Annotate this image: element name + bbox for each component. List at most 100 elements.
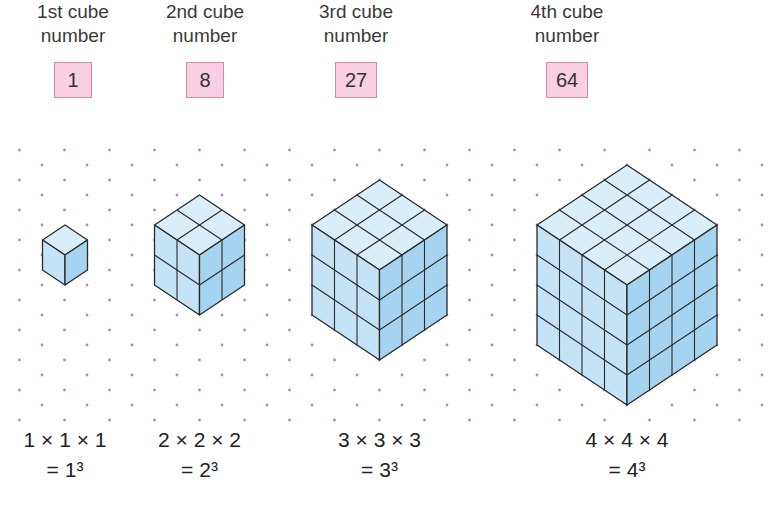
grid-dot [86,314,89,317]
grid-dot [716,194,719,197]
grid-dot [266,224,269,227]
grid-dot [243,359,246,362]
grid-dot [108,239,111,242]
grid-dot [648,149,651,152]
grid-dot [86,194,89,197]
grid-dot [131,374,134,377]
cube-edge [334,240,335,330]
grid-dot [266,314,269,317]
grid-dot [131,344,134,347]
grid-dot [153,359,156,362]
cube-equation: 3 × 3 × 3 = 3³ [336,425,424,485]
grid-dot [153,329,156,332]
grid-dot [333,179,336,182]
cube-edge [221,240,222,300]
cube-edge [694,240,695,360]
cube-edge [380,285,448,330]
number-box: 8 [186,62,224,98]
cube-drawing [43,225,88,285]
grid-dot [761,404,764,407]
grid-dot [558,149,561,152]
grid-dot [288,239,291,242]
grid-dot [378,389,381,392]
grid-dot [108,269,111,272]
grid-dot [513,419,516,422]
grid-dot [41,314,44,317]
grid-dot [63,419,66,422]
grid-dot [221,404,224,407]
grid-dot [761,254,764,257]
right-face [627,225,717,405]
grid-dot [153,389,156,392]
grid-dot [446,164,449,167]
grid-dot [266,374,269,377]
grid-dot [41,374,44,377]
cube-heading: 1st cube number [23,0,123,48]
grid-dot [581,404,584,407]
grid-dot [648,419,651,422]
right-face [200,225,245,315]
grid-dot [446,194,449,197]
grid-dot [491,344,494,347]
cube-edge [312,285,380,330]
grid-dot [266,254,269,257]
cube-edge [424,240,425,330]
grid-dot [86,404,89,407]
grid-dot [63,149,66,152]
grid-dot [288,269,291,272]
grid-dot [108,149,111,152]
grid-dot [468,269,471,272]
grid-dot [693,179,696,182]
cube-edge [335,195,403,240]
grid-dot [356,404,359,407]
grid-dot [491,164,494,167]
grid-dot [288,329,291,332]
grid-dot [86,284,89,287]
cube-edge [312,255,380,300]
cube-heading: 3rd cube number [306,0,407,48]
cube-edge [582,195,672,255]
cube-number: 8 [199,69,210,92]
grid-dot [221,314,224,317]
grid-dot [761,284,764,287]
grid-dot [198,179,201,182]
grid-dot [41,344,44,347]
grid-dot [693,419,696,422]
grid-dot [536,194,539,197]
grid-dot [356,374,359,377]
grid-dot [86,374,89,377]
grid-dot [176,164,179,167]
grid-dot [221,374,224,377]
grid-dot [738,299,741,302]
grid-dot [18,179,21,182]
grid-dot [198,329,201,332]
cube-equation: 2 × 2 × 2 = 2³ [156,425,244,485]
grid-dot [378,419,381,422]
grid-dot [18,329,21,332]
grid-dot [761,224,764,227]
grid-dot [513,239,516,242]
left-face [43,240,66,285]
grid-dot [41,164,44,167]
cube-edge [356,255,357,345]
grid-dot [153,419,156,422]
grid-dot [288,179,291,182]
grid-dot [468,329,471,332]
grid-dot [18,419,21,422]
grid-dot [108,299,111,302]
grid-dot [153,149,156,152]
grid-dot [716,374,719,377]
grid-dot [333,359,336,362]
grid-dot [243,389,246,392]
grid-dot [468,359,471,362]
cube-edge [560,210,650,270]
cube-edge [581,255,582,375]
grid-dot [468,149,471,152]
grid-dot [288,359,291,362]
grid-dot [41,404,44,407]
grid-dot [558,179,561,182]
grid-dot [423,359,426,362]
grid-dot [108,389,111,392]
left-face [312,225,380,360]
grid-dot [63,299,66,302]
